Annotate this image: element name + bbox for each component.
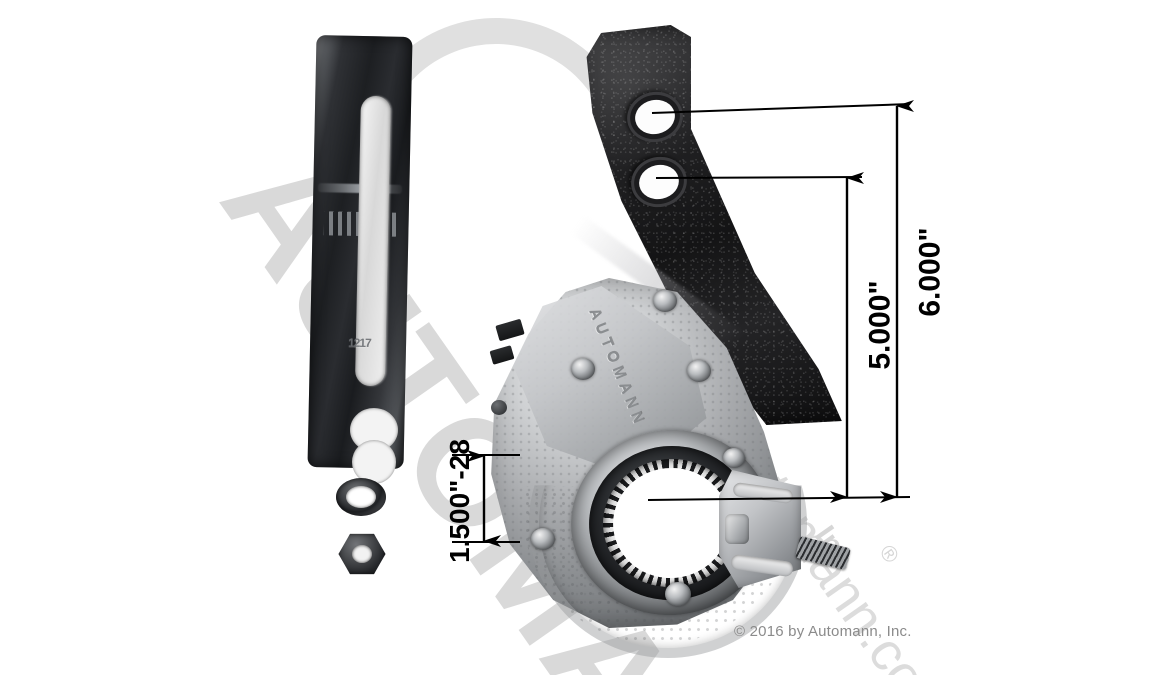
adjuster-clip-tab-lower <box>489 345 515 365</box>
rivet <box>531 528 555 550</box>
dimension-label-spline: 1.500"-28 <box>443 439 475 563</box>
dimension-label-6in: 6.000" <box>913 227 947 317</box>
watermark-registered-icon: ® <box>874 540 905 568</box>
anchor-bracket-stamp: 1217 <box>347 335 371 351</box>
copyright-notice: © 2016 by Automann, Inc. <box>734 623 912 640</box>
keyhole-lower-lobe <box>352 440 396 484</box>
rivet <box>723 448 745 468</box>
lock-nut-bore <box>352 545 372 563</box>
hex-lock-nut <box>338 533 386 575</box>
flat-washer <box>336 478 386 516</box>
washer-bore <box>346 486 376 508</box>
adjuster-grease-fitting <box>491 400 507 415</box>
anchor-bracket-keyhole <box>348 408 400 486</box>
boss-pawl-pin <box>725 514 749 544</box>
rivet <box>653 290 677 312</box>
rivet <box>571 358 595 380</box>
adjusting-stud <box>795 536 851 570</box>
slack-adjuster-body: AUTOMANN <box>475 270 851 658</box>
adjuster-clip-tab-upper <box>495 318 525 342</box>
dimension-label-5in: 5.000" <box>863 280 897 370</box>
anchor-bracket: 1217 <box>307 35 413 484</box>
rivet <box>687 360 711 382</box>
rivet <box>665 582 691 606</box>
